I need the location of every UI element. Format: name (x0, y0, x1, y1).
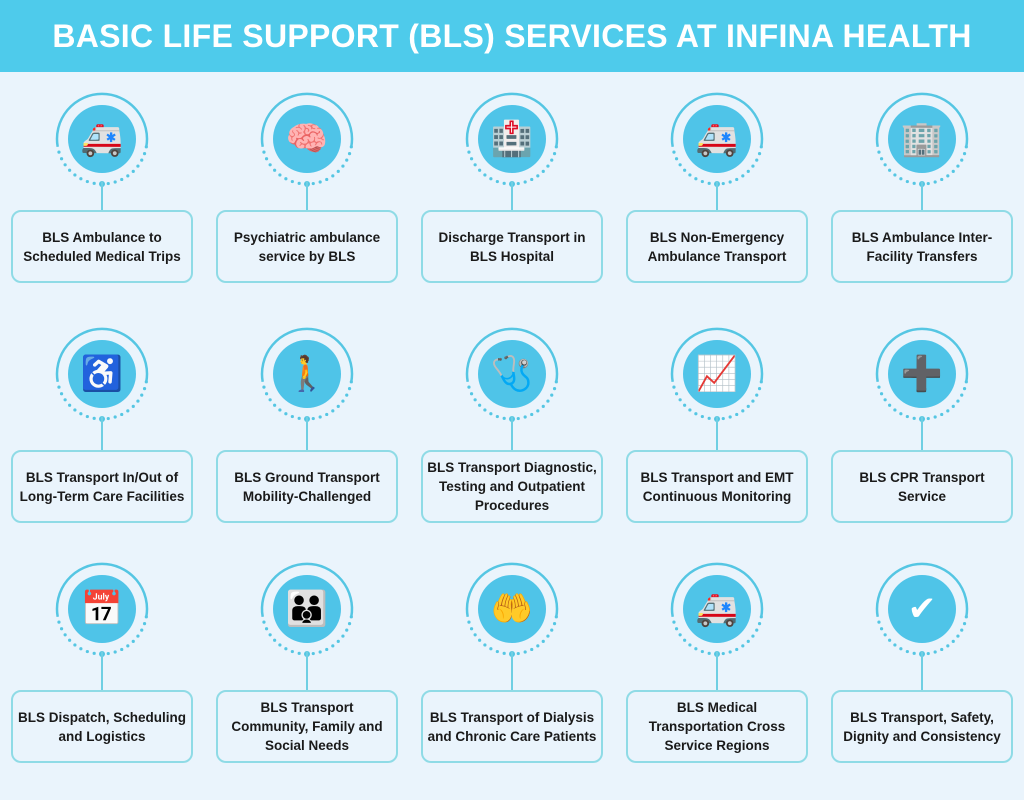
connector-line (511, 181, 513, 210)
hospital-icon: 🏥 (478, 105, 546, 173)
service-label-box: BLS Dispatch, Scheduling and Logistics (11, 690, 193, 763)
connector-line (306, 651, 308, 690)
decorative-ring (55, 327, 149, 422)
service-label-box: BLS Transport In/Out of Long-Term Care F… (11, 450, 193, 523)
service-label-box: BLS Ground Transport Mobility-Challenged (216, 450, 398, 523)
decorative-ring (260, 92, 354, 187)
service-label-box: BLS Ambulance Inter-Facility Transfers (831, 210, 1013, 283)
hands-person-icon: 🤲 (478, 575, 546, 643)
connector-line (306, 181, 308, 210)
service-label: BLS Non-Emergency Ambulance Transport (647, 229, 787, 264)
connector-line (921, 416, 923, 450)
cpr-person-icon: ➕ (888, 340, 956, 408)
connector-line (101, 181, 103, 210)
decorative-ring (55, 92, 149, 187)
service-label: BLS Transport In/Out of Long-Term Care F… (19, 469, 185, 504)
connector-line (101, 651, 103, 690)
decorative-ring (875, 92, 969, 187)
service-label: BLS Medical Transportation Cross Service… (648, 700, 786, 753)
header-banner: BASIC LIFE SUPPORT (BLS) SERVICES AT INF… (0, 0, 1024, 72)
buildings-gear-icon: 🏢 (888, 105, 956, 173)
family-heart-icon: 👪 (273, 575, 341, 643)
service-label: BLS Transport and EMT Continuous Monitor… (640, 469, 794, 504)
connector-line (921, 181, 923, 210)
service-label-box: BLS Transport Community, Family and Soci… (216, 690, 398, 763)
decorative-ring (465, 327, 559, 422)
connector-line (921, 651, 923, 690)
decorative-ring (55, 562, 149, 657)
decorative-ring (465, 562, 559, 657)
wheelchair-shield-icon: ♿ (68, 340, 136, 408)
ambulance-icon: 🚑 (68, 105, 136, 173)
connector-line (511, 651, 513, 690)
decorative-ring (465, 92, 559, 187)
brain-search-icon: 🧠 (273, 105, 341, 173)
ambulance-icon: 🚑 (683, 105, 751, 173)
heart-monitor-clock-icon: 📈 (683, 340, 751, 408)
service-label-box: BLS Transport Diagnostic, Testing and Ou… (421, 450, 603, 523)
connector-line (716, 651, 718, 690)
person-route-icon: 🚶 (273, 340, 341, 408)
service-label: BLS Transport, Safety, Dignity and Consi… (843, 709, 1001, 744)
page-title: BASIC LIFE SUPPORT (BLS) SERVICES AT INF… (52, 17, 972, 54)
service-label: BLS Ground Transport Mobility-Challenged (234, 469, 380, 504)
shield-check-icon: ✔ (888, 575, 956, 643)
service-label: BLS Transport Diagnostic, Testing and Ou… (427, 460, 597, 513)
service-label-box: BLS Transport, Safety, Dignity and Consi… (831, 690, 1013, 763)
calendar-icon: 📅 (68, 575, 136, 643)
service-label-box: BLS Ambulance to Scheduled Medical Trips (11, 210, 193, 283)
service-label: BLS Ambulance Inter-Facility Transfers (851, 229, 993, 264)
service-label-box: BLS Medical Transportation Cross Service… (626, 690, 808, 763)
connector-line (306, 416, 308, 450)
monitor-stethoscope-icon: 🩺 (478, 340, 546, 408)
ambulance-moving-icon: 🚑 (683, 575, 751, 643)
connector-line (511, 416, 513, 450)
decorative-ring (670, 562, 764, 657)
decorative-ring (670, 92, 764, 187)
service-label-box: BLS CPR Transport Service (831, 450, 1013, 523)
service-label-box: Psychiatric ambulance service by BLS (216, 210, 398, 283)
service-label-box: BLS Transport of Dialysis and Chronic Ca… (421, 690, 603, 763)
service-label-box: BLS Non-Emergency Ambulance Transport (626, 210, 808, 283)
service-label: Psychiatric ambulance service by BLS (233, 229, 381, 264)
connector-line (716, 416, 718, 450)
service-label: Discharge Transport in BLS Hospital (438, 229, 586, 264)
service-label: BLS CPR Transport Service (859, 469, 985, 504)
service-label: BLS Ambulance to Scheduled Medical Trips (23, 229, 181, 264)
service-label: BLS Dispatch, Scheduling and Logistics (17, 709, 187, 744)
service-label-box: Discharge Transport in BLS Hospital (421, 210, 603, 283)
service-label: BLS Transport Community, Family and Soci… (231, 700, 383, 753)
service-label-box: BLS Transport and EMT Continuous Monitor… (626, 450, 808, 523)
connector-line (716, 181, 718, 210)
service-label: BLS Transport of Dialysis and Chronic Ca… (427, 709, 597, 744)
connector-line (101, 416, 103, 450)
